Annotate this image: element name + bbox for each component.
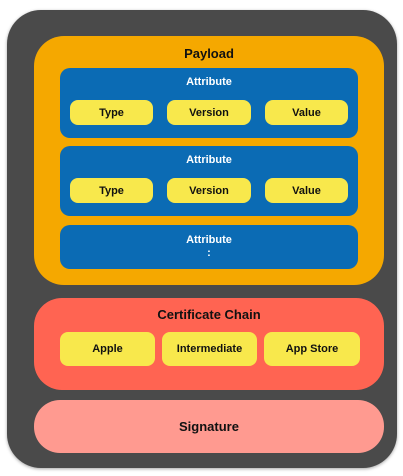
attribute-title: Attribute: [186, 76, 232, 88]
certificate-chain-title: Certificate Chain: [157, 307, 261, 322]
attribute-type-field: Type: [70, 100, 153, 125]
signature-title: Signature: [179, 419, 239, 434]
payload-section: Payload Attribute Type Version Value Att…: [34, 36, 384, 285]
signature-section: Signature: [34, 400, 384, 453]
certificate-app-store: App Store: [264, 332, 360, 366]
payload-title: Payload: [184, 46, 234, 61]
attribute-type-field: Type: [70, 178, 153, 203]
certificate-chain-section: Certificate Chain Apple Intermediate App…: [34, 298, 384, 390]
attribute-title: Attribute: [186, 154, 232, 166]
attribute-version-field: Version: [167, 178, 251, 203]
attribute-version-field: Version: [167, 100, 251, 125]
attribute-value-field: Value: [265, 178, 348, 203]
certificate-intermediate: Intermediate: [162, 332, 257, 366]
receipt-container: Payload Attribute Type Version Value Att…: [7, 10, 397, 468]
certificate-apple: Apple: [60, 332, 155, 366]
attribute-value-field: Value: [265, 100, 348, 125]
attribute-title-stack: Attribute :: [60, 234, 358, 260]
attribute-block: Attribute Type Version Value: [60, 146, 358, 216]
continuation-marker: :: [207, 247, 211, 259]
attribute-title: Attribute: [186, 234, 232, 246]
attribute-block-continued: Attribute :: [60, 225, 358, 269]
attribute-block: Attribute Type Version Value: [60, 68, 358, 138]
